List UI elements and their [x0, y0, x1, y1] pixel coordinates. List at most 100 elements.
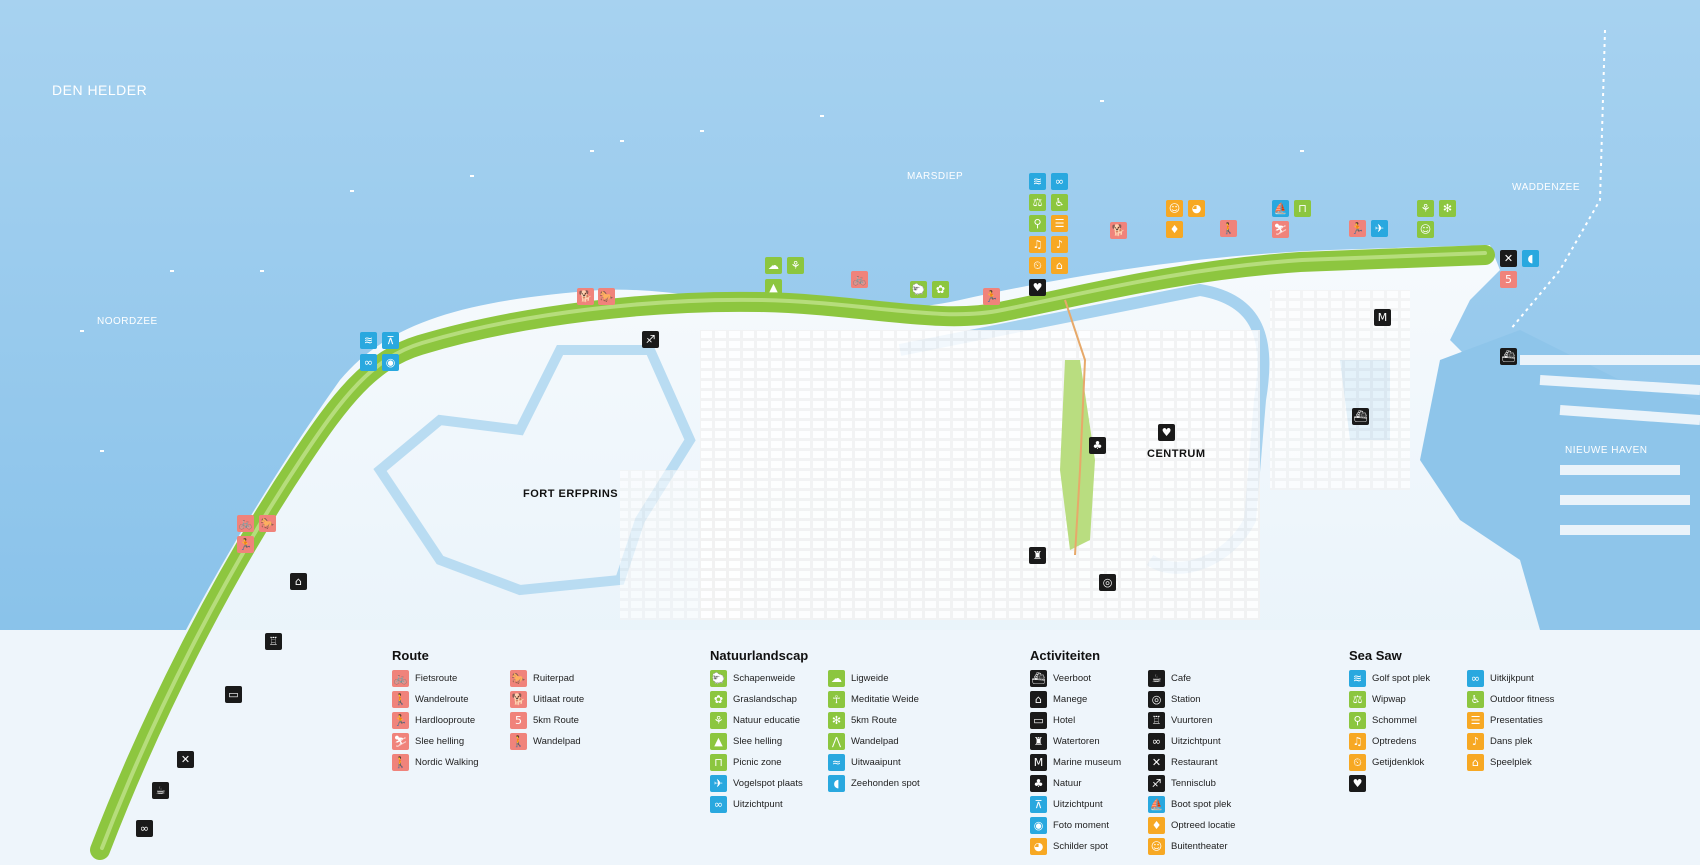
bird-icon[interactable]: ✈	[1371, 220, 1388, 237]
train-icon[interactable]: ◎	[1099, 574, 1116, 591]
sled-icon[interactable]: ⛷	[1272, 221, 1289, 238]
seesaw-icon: ⚖	[1349, 691, 1366, 708]
tide-clock-icon[interactable]: ⏲	[1029, 257, 1046, 274]
dike-ridge	[100, 251, 1487, 850]
boat-icon[interactable]: ⛵	[1272, 200, 1289, 217]
run-icon[interactable]: 🏃	[1349, 220, 1366, 237]
ferry-icon[interactable]: ⛴	[1500, 348, 1517, 365]
education-icon[interactable]: ⚘	[1417, 200, 1434, 217]
legend-activities-title: Activiteiten	[1030, 648, 1101, 663]
bird-icon[interactable]: ≋	[360, 332, 377, 349]
bird-icon: ✈	[710, 775, 727, 792]
fort-erfprins	[373, 345, 696, 596]
horse-icon[interactable]: 🐎	[259, 515, 276, 532]
stable-icon[interactable]: ⌂	[290, 573, 307, 590]
legend-item: ◕Schilder spot	[1030, 838, 1136, 855]
water-tower-icon[interactable]: ♜	[1029, 547, 1046, 564]
picnic-icon[interactable]: ⊓	[1294, 200, 1311, 217]
tide-clock-icon: ⏲	[1349, 754, 1366, 771]
heart-icon[interactable]: ♥	[1029, 279, 1046, 296]
lighthouse-icon: ♖	[1148, 712, 1165, 729]
tennis-icon[interactable]: ♐	[642, 331, 659, 348]
dog-icon[interactable]: 🐕	[577, 288, 594, 305]
education-icon[interactable]: ⚘	[787, 257, 804, 274]
lawn-icon[interactable]: ☁	[765, 257, 782, 274]
tennis-icon: ♐	[1148, 775, 1165, 792]
grass-icon[interactable]: ✿	[932, 281, 949, 298]
legend-item-label: Tennisclub	[1171, 778, 1216, 789]
cutlery-icon[interactable]: ✕	[177, 751, 194, 768]
lawn-icon[interactable]: ☺	[1417, 221, 1434, 238]
camera-icon[interactable]: ◉	[382, 354, 399, 371]
legend-item: ≈Uitwaaipunt	[828, 754, 934, 771]
legend-activities: Activiteiten ⛴Veerboot⌂Manege▭Hotel♜Wate…	[1030, 648, 1254, 855]
lighthouse-icon[interactable]: ♖	[265, 633, 282, 650]
bed-icon[interactable]: ▭	[225, 686, 242, 703]
legend-item-label: Getijdenklok	[1372, 757, 1425, 768]
viewpoint-icon[interactable]: ⊼	[382, 332, 399, 349]
legend-column: ☁Ligweide☥Meditatie Weide✻5km Route⋀Wand…	[828, 670, 934, 813]
boat-icon: ⛵	[1148, 796, 1165, 813]
nordic-icon: 🚶	[392, 754, 409, 771]
heart-icon[interactable]: ♥	[1158, 424, 1175, 441]
legend-item-label: Ligweide	[851, 673, 889, 684]
wave-icon[interactable]: ≋	[1029, 173, 1046, 190]
bike-icon[interactable]: 🚲	[237, 515, 254, 532]
cutlery-icon: ✕	[1148, 754, 1165, 771]
run-icon[interactable]: 🏃	[237, 536, 254, 553]
dog-icon[interactable]: 🐕	[1110, 222, 1127, 239]
music-icon[interactable]: ♫	[1029, 236, 1046, 253]
sled-icon: ⛷	[392, 733, 409, 750]
legend-item: ∞Uitzichtpunt	[1148, 733, 1254, 750]
walk-icon: 🚶	[392, 691, 409, 708]
walk-icon[interactable]: 🚶	[1220, 220, 1237, 237]
tree-icon[interactable]: ♣	[1089, 437, 1106, 454]
ferry-icon[interactable]: ⛴	[1352, 408, 1369, 425]
binoculars-icon[interactable]: ∞	[1051, 173, 1068, 190]
presentation-icon[interactable]: ☰	[1051, 215, 1068, 232]
dance-icon: ♪	[1467, 733, 1484, 750]
five-km-icon[interactable]: 5	[1500, 271, 1517, 288]
seal-icon[interactable]: ◖	[1522, 250, 1539, 267]
museum-icon[interactable]: M	[1374, 309, 1391, 326]
harbour-basin	[1420, 330, 1700, 630]
playground-icon[interactable]: ⌂	[1051, 257, 1068, 274]
place-nieuwe-haven: NIEUWE HAVEN	[1565, 445, 1648, 456]
legend-item: ◎Station	[1148, 691, 1254, 708]
swing-icon[interactable]: ⚲	[1029, 215, 1046, 232]
legend-nature-title: Natuurlandscap	[710, 648, 809, 663]
dance-icon[interactable]: ♪	[1051, 236, 1068, 253]
legend-item: 🐎Ruiterpad	[510, 670, 616, 687]
horse-icon[interactable]: 🐎	[598, 288, 615, 305]
palette-icon[interactable]: ◕	[1188, 200, 1205, 217]
run-icon[interactable]: 🏃	[983, 288, 1000, 305]
binoculars-dark-icon[interactable]: ∞	[136, 820, 153, 837]
torch-icon[interactable]: ♦	[1166, 221, 1183, 238]
legend-nature: Natuurlandscap 🐑Schapenweide✿Graslandsch…	[710, 648, 934, 813]
legend-item-label: Schilder spot	[1053, 841, 1108, 852]
theater-icon[interactable]: ☺	[1166, 200, 1183, 217]
legend-item: 🐕Uitlaat route	[510, 691, 616, 708]
five-km-nature-icon[interactable]: ✻	[1439, 200, 1456, 217]
fitness-icon[interactable]: ♿	[1051, 194, 1068, 211]
legend-item-label: 5km Route	[851, 715, 897, 726]
water-tower-icon: ♜	[1030, 733, 1047, 750]
footpath-icon: ⋀	[828, 733, 845, 750]
legend-item: ✕Restaurant	[1148, 754, 1254, 771]
sled-hill-icon[interactable]: ▲	[765, 279, 782, 296]
sheep-icon[interactable]: 🐑	[910, 281, 927, 298]
cutlery-icon[interactable]: ✕	[1500, 250, 1517, 267]
legend-item: ⚖Wipwap	[1349, 691, 1455, 708]
binoculars-icon[interactable]: ∞	[360, 354, 377, 371]
legend-item-label: Uitzichtpunt	[1053, 799, 1103, 810]
wave-icon: ≋	[1349, 670, 1366, 687]
coffee-icon[interactable]: ☕	[152, 782, 169, 799]
legend-item: ⊓Picnic zone	[710, 754, 816, 771]
legend-route: Route 🚲Fietsroute🚶Wandelroute🏃Hardloopro…	[392, 648, 616, 771]
bike-icon[interactable]: 🚲	[851, 271, 868, 288]
stable-icon: ⌂	[1030, 691, 1047, 708]
seesaw-icon[interactable]: ⚖	[1029, 194, 1046, 211]
